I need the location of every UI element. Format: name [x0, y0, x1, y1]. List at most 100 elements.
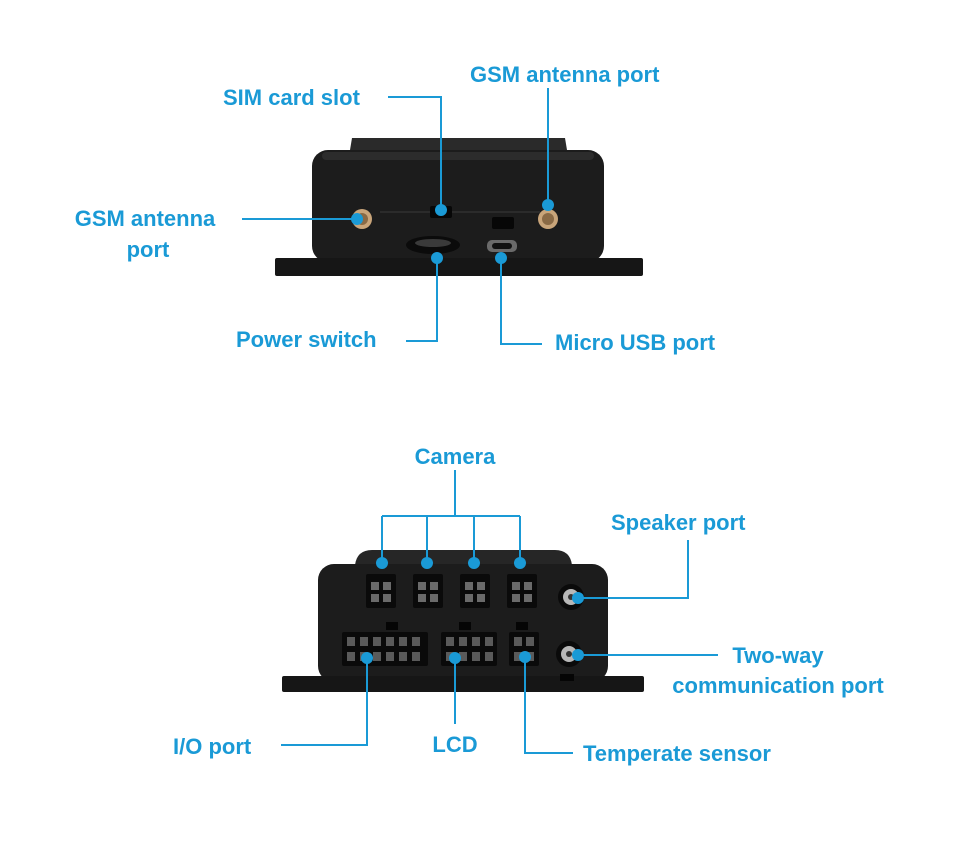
camera-connector-2-pin	[418, 594, 426, 602]
dot-lcd	[449, 652, 461, 664]
camera-connector-4-pin	[512, 594, 520, 602]
label-two-way-line1: Two-way	[732, 643, 824, 668]
io-port-latch	[386, 622, 398, 630]
bottom-labels: Camera Speaker port Two-way communicatio…	[173, 444, 884, 766]
lcd-port-pin	[472, 637, 480, 646]
io-port-pin	[347, 652, 355, 661]
lcd-port-pin	[446, 637, 454, 646]
io-port-pin	[386, 652, 394, 661]
camera-connector-2-pin	[430, 594, 438, 602]
top-device	[275, 138, 643, 276]
camera-connector-4-pin	[524, 582, 532, 590]
label-micro-usb-port: Micro USB port	[555, 330, 716, 355]
camera-connector-1-pin	[371, 582, 379, 590]
lcd-port-pin	[485, 637, 493, 646]
leader-power-switch	[406, 258, 438, 342]
aux-slot-opening	[492, 217, 514, 229]
top-device-flange	[275, 258, 643, 276]
dot-camera-2	[421, 557, 433, 569]
label-io-port: I/O port	[173, 734, 252, 759]
camera-connector-3-pin	[465, 594, 473, 602]
io-port-pin	[373, 652, 381, 661]
camera-connector-2-housing	[413, 574, 443, 608]
top-device-ridge	[350, 138, 567, 150]
camera-connector-1-housing	[366, 574, 396, 608]
bottom-leader-lines	[281, 470, 718, 754]
bottom-leader-dots	[361, 557, 584, 664]
temp-sensor-pin	[514, 637, 522, 646]
micro-usb-socket-inner	[492, 243, 512, 249]
dot-two-way-port	[572, 649, 584, 661]
bottom-device	[282, 550, 644, 692]
dot-camera-3	[468, 557, 480, 569]
dot-sim-card-slot	[435, 204, 447, 216]
label-gsm-antenna-port-left-line2: port	[127, 237, 170, 262]
temp-sensor-latch	[516, 622, 528, 630]
camera-connector-3	[460, 574, 490, 608]
camera-connector-1-pin	[383, 582, 391, 590]
top-device-body	[312, 150, 604, 262]
label-power-switch: Power switch	[236, 327, 377, 352]
io-port-pin	[412, 652, 420, 661]
io-port-pin	[412, 637, 420, 646]
lcd-port-pin	[472, 652, 480, 661]
label-temperate-sensor: Temperate sensor	[583, 741, 771, 766]
temp-sensor-pin	[526, 637, 534, 646]
camera-connector-4	[507, 574, 537, 608]
power-switch-knob	[415, 239, 451, 247]
dot-micro-usb-port	[495, 252, 507, 264]
right-gsm-connector-inner	[542, 213, 554, 225]
dot-power-switch	[431, 252, 443, 264]
camera-connector-4-pin	[512, 582, 520, 590]
dot-temperate-sensor	[519, 651, 531, 663]
leader-speaker-port	[578, 540, 689, 599]
io-port-pin	[399, 652, 407, 661]
camera-connector-4-housing	[507, 574, 537, 608]
lcd-port-pin	[459, 652, 467, 661]
camera-connector-3-pin	[477, 594, 485, 602]
camera-connector-2-pin	[430, 582, 438, 590]
bottom-indicator-slot	[560, 674, 574, 681]
lcd-port-pin	[485, 652, 493, 661]
dot-io-port	[361, 652, 373, 664]
label-lcd: LCD	[432, 732, 477, 757]
io-port-pin	[347, 637, 355, 646]
top-device-highlight	[322, 152, 594, 160]
label-sim-card-slot: SIM card slot	[223, 85, 361, 110]
camera-connector-1-pin	[371, 594, 379, 602]
leader-sim-card-slot	[388, 96, 442, 210]
io-port-pin	[360, 637, 368, 646]
camera-connector-2-pin	[418, 582, 426, 590]
dot-speaker-port	[572, 592, 584, 604]
lcd-port-pin	[459, 637, 467, 646]
top-labels: SIM card slot GSM antenna port GSM anten…	[75, 62, 716, 355]
two-way-port-hole	[566, 651, 572, 657]
leader-micro-usb-port	[500, 258, 542, 345]
lcd-port-latch	[459, 622, 471, 630]
bottom-device-flange	[282, 676, 644, 692]
camera-connector-2	[413, 574, 443, 608]
top-leader-dots	[351, 199, 554, 264]
dot-camera-1	[376, 557, 388, 569]
dot-camera-4	[514, 557, 526, 569]
dot-gsm-antenna-port-right	[542, 199, 554, 211]
temp-sensor-pin	[514, 652, 522, 661]
io-port-pin	[399, 637, 407, 646]
io-port-pin	[373, 637, 381, 646]
top-leader-lines	[242, 88, 549, 345]
camera-connector-1	[366, 574, 396, 608]
camera-connector-3-pin	[477, 582, 485, 590]
label-speaker-port: Speaker port	[611, 510, 746, 535]
io-port-pin	[386, 637, 394, 646]
label-two-way-line2: communication port	[672, 673, 884, 698]
camera-connector-4-pin	[524, 594, 532, 602]
leader-temperate-sensor	[524, 657, 573, 754]
camera-connector-3-housing	[460, 574, 490, 608]
label-camera: Camera	[415, 444, 496, 469]
label-gsm-antenna-port-right: GSM antenna port	[470, 62, 660, 87]
camera-connector-3-pin	[465, 582, 473, 590]
leader-io-port	[281, 658, 368, 746]
camera-connector-1-pin	[383, 594, 391, 602]
